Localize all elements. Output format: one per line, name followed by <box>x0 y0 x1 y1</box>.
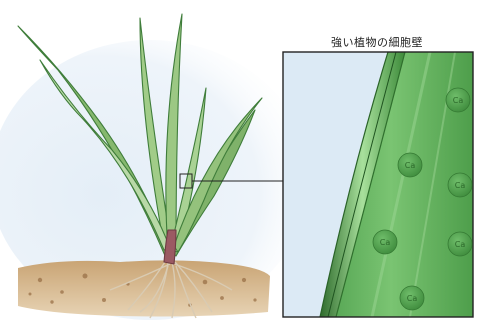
ca-ion-label: Ca <box>455 240 466 249</box>
ca-ion-label: Ca <box>405 161 416 170</box>
ca-ion: Ca <box>400 286 424 310</box>
ca-ion: Ca <box>398 153 422 177</box>
ca-ion-label: Ca <box>380 238 391 247</box>
cell-wall-zoom-panel <box>283 52 473 317</box>
ca-ion-label: Ca <box>407 294 418 303</box>
ca-ion-label: Ca <box>455 181 466 190</box>
ca-ion: Ca <box>446 88 470 112</box>
ca-ion-label: Ca <box>453 96 464 105</box>
ca-ion: Ca <box>448 173 472 197</box>
ca-ion: Ca <box>448 232 472 256</box>
ca-ion: Ca <box>373 230 397 254</box>
